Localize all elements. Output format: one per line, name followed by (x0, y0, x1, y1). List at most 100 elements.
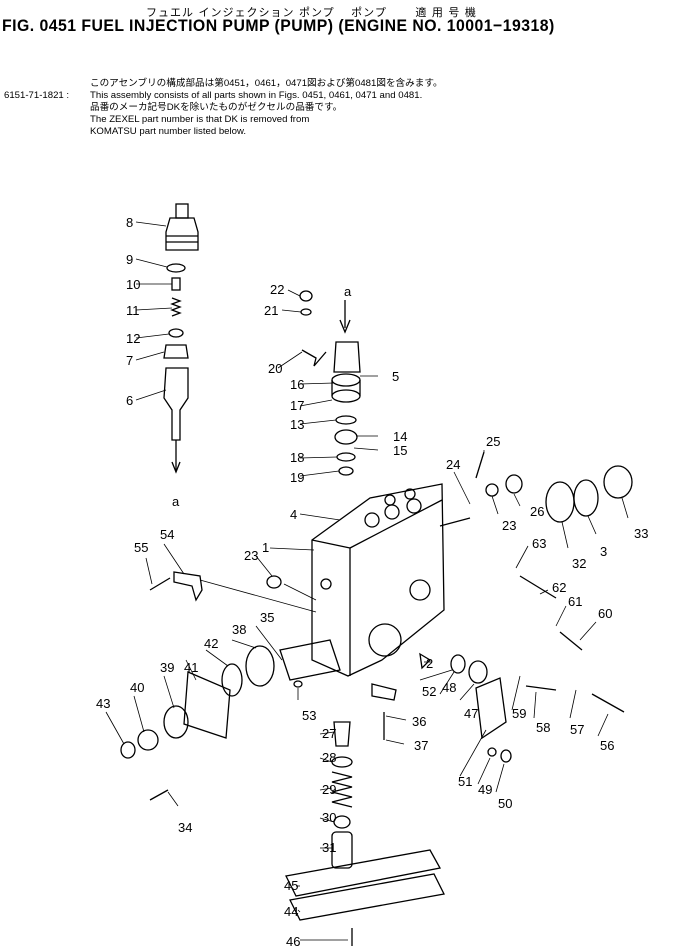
callout-25: 25 (486, 434, 500, 449)
callout-45: 45 (284, 878, 298, 893)
callout-13: 13 (290, 417, 304, 432)
callout-8: 8 (126, 215, 133, 230)
fork-drawing (301, 349, 327, 367)
callout-33: 33 (634, 526, 648, 541)
bracket-drawing (173, 571, 203, 602)
seat-drawing (163, 344, 189, 359)
bolt-drawing (149, 577, 171, 591)
callout-57: 57 (570, 722, 584, 737)
bottom-cover-drawing (289, 873, 445, 921)
callout-29: 29 (322, 782, 336, 797)
callout-23: 23 (502, 518, 516, 533)
callout-a: a (172, 494, 180, 509)
callout-22: 22 (270, 282, 284, 297)
ring-drawing (120, 741, 136, 759)
callout-24: 24 (446, 457, 460, 472)
bolt-drawing (559, 631, 583, 651)
valve-drawing (419, 652, 432, 670)
callout-3: 3 (600, 544, 607, 559)
gasket-drawing (285, 849, 442, 897)
callout-36: 36 (412, 714, 426, 729)
arrow-a-head (339, 319, 351, 334)
callout-7: 7 (126, 353, 133, 368)
part-drawings (120, 203, 633, 946)
callout-47: 47 (464, 706, 478, 721)
callout-46: 46 (286, 934, 300, 949)
callout-32: 32 (572, 556, 586, 571)
callout-14: 14 (393, 429, 407, 444)
callout-54: 54 (160, 527, 174, 542)
note-line-1: This assembly consists of all parts show… (90, 90, 423, 101)
control-sleeve-drawing (331, 341, 361, 403)
callout-6: 6 (126, 393, 133, 408)
callout-56: 56 (600, 738, 614, 753)
leader-lines (105, 221, 629, 941)
callout-28: 28 (322, 750, 336, 765)
collar-drawing (485, 483, 499, 497)
callout-53: 53 (302, 708, 316, 723)
callout-41: 41 (184, 660, 198, 675)
callout-52: 52 (422, 684, 436, 699)
callout-labels: 8910111276a2221a201617135141518194125242… (96, 215, 648, 949)
bearing-drawing (245, 645, 275, 687)
assembly-notes: このアセンブリの構成部品は第0451，0461，0471図および第0481図を含… (4, 78, 443, 138)
callout-9: 9 (126, 252, 133, 267)
title-japanese: フュエル インジェクション ポンプ ポンプ 適 用 号 機 (146, 6, 477, 19)
bearing-drawing (545, 481, 575, 523)
note-line-2: The ZEXEL part number is that DK is remo… (90, 114, 310, 125)
callout-1: 1 (262, 540, 269, 555)
callout-11: 11 (126, 303, 140, 318)
callout-63: 63 (532, 536, 546, 551)
half-ring-drawing (371, 683, 397, 701)
pump-housing-drawing (311, 483, 445, 677)
callout-19: 19 (290, 470, 304, 485)
spring-drawing (331, 771, 353, 808)
callout-61: 61 (568, 594, 582, 609)
oil-seal-drawing (163, 705, 189, 739)
callout-10: 10 (126, 277, 140, 292)
bolt-drawing (525, 685, 557, 691)
o-ring-drawing (166, 263, 186, 273)
note-japanese-1: このアセンブリの構成部品は第0451，0461，0471図および第0481図を含… (90, 78, 443, 89)
callout-16: 16 (290, 377, 304, 392)
washer-drawing (450, 654, 466, 674)
o-ring-drawing (221, 663, 243, 697)
callout-38: 38 (232, 622, 246, 637)
camshaft-end-drawing (439, 517, 471, 527)
assembly-part-number: 6151-71-1821 : (4, 90, 70, 101)
o-ring-drawing (336, 452, 356, 462)
spring-drawing (170, 297, 182, 317)
o-ring-large-drawing (603, 465, 633, 499)
callout-12: 12 (126, 331, 140, 346)
callout-5: 5 (392, 369, 399, 384)
gasket-drawing (168, 328, 184, 338)
bearing-drawing (137, 729, 159, 751)
spring-seat-drawing (334, 429, 358, 445)
collar-drawing (266, 575, 282, 589)
callout-4: 4 (290, 507, 297, 522)
callout-44: 44 (284, 904, 298, 919)
gear-drawing (505, 474, 523, 494)
callout-17: 17 (290, 398, 304, 413)
callout-51: 51 (458, 774, 472, 789)
callout-26: 26 (530, 504, 544, 519)
note-japanese-2: 品番のメーカ記号DKを除いたものがゼクセルの品番です。 (90, 102, 343, 113)
cover-drawing (573, 479, 599, 517)
callout-60: 60 (598, 606, 612, 621)
callout-43: 43 (96, 696, 110, 711)
washer-drawing (300, 308, 312, 316)
callout-2: 2 (426, 656, 433, 671)
callout-55: 55 (134, 540, 148, 555)
callout-48: 48 (442, 680, 456, 695)
cover-plate-drawing (183, 671, 231, 739)
callout-15: 15 (393, 443, 407, 458)
callout-49: 49 (478, 782, 492, 797)
callout-42: 42 (204, 636, 218, 651)
callout-21: 21 (264, 303, 278, 318)
callout-37: 37 (414, 738, 428, 753)
callout-34: 34 (178, 820, 192, 835)
plug-drawing (293, 680, 303, 688)
gear-drawing (468, 660, 488, 684)
washer-drawing (338, 466, 354, 476)
callout-18: 18 (290, 450, 304, 465)
